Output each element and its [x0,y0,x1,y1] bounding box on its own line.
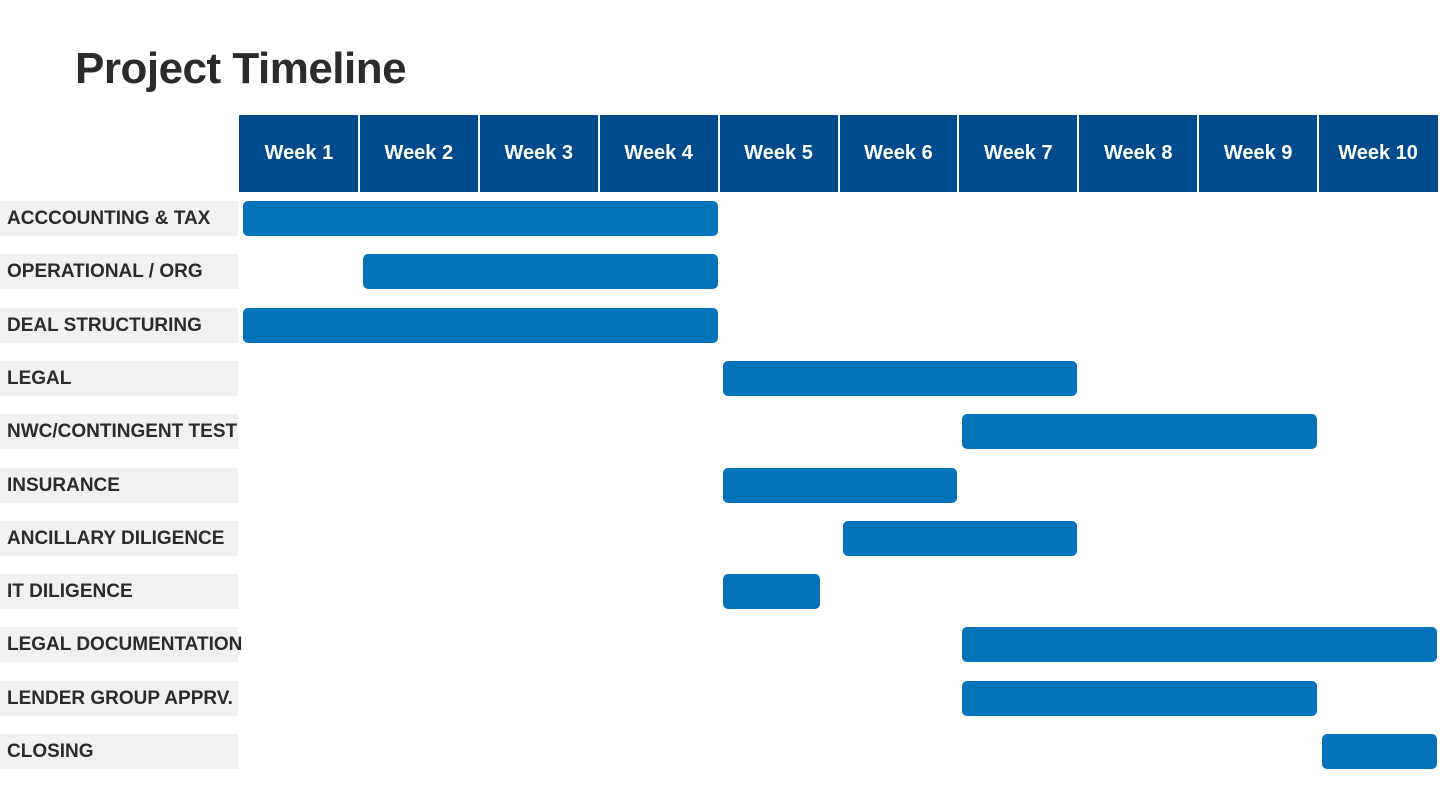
week-label: Week 1 [264,142,334,164]
week-label: Week 6 [864,142,933,164]
week-divider [1077,115,1080,192]
task-label: INSURANCE [0,468,238,503]
week-label: Week 2 [384,142,454,164]
task-label: LENDER GROUP APPRV. [0,681,238,716]
task-bar [1322,734,1437,769]
week-label: Week 8 [1103,142,1173,164]
task-label: NWC/CONTINGENT TEST [0,414,238,449]
task-bar [962,627,1437,662]
week-label: Week 9 [1223,142,1293,164]
week-divider [837,115,840,192]
task-bar [842,521,1078,556]
task-bar [722,468,958,503]
task-label: ACCCOUNTING & TAX [0,201,238,236]
week-divider [477,115,480,192]
week-divider [597,115,600,192]
week-divider [717,115,720,192]
task-label: LEGAL [0,361,238,396]
task-label: CLOSING [0,734,238,769]
task-label: OPERATIONAL / ORG [0,254,238,289]
task-bar [962,681,1318,716]
page-title: Project Timeline [75,44,407,93]
task-label: LEGAL DOCUMENTATION [0,627,242,662]
task-bar [243,201,718,236]
task-bar [722,574,820,609]
week-divider [1317,115,1320,192]
week-divider [1197,115,1200,192]
week-label: Week 5 [744,142,813,164]
week-divider [357,115,360,192]
week-divider [957,115,960,192]
week-label: Week 3 [504,142,574,164]
task-label: DEAL STRUCTURING [0,308,238,343]
task-label: IT DILIGENCE [0,574,238,609]
task-bar [243,308,718,343]
task-bar [362,254,718,289]
task-bar [962,414,1318,449]
task-label: ANCILLARY DILIGENCE [0,521,238,556]
task-bar [722,361,1078,396]
week-label: Week 10 [1338,142,1418,164]
week-label: Week 7 [984,142,1053,164]
week-label: Week 4 [624,142,693,164]
